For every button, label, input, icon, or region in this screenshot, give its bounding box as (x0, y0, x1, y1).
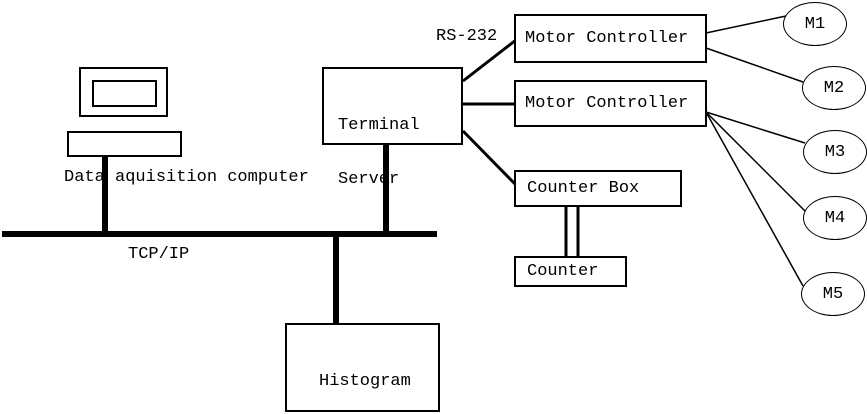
node-histogram-memory: Histogram Memory (285, 323, 440, 412)
computer-keyboard-icon (67, 131, 182, 157)
counter-label: Counter (527, 261, 599, 281)
motor2-m5-line (705, 111, 804, 287)
motor-m2-label: M2 (823, 78, 845, 98)
tcpip-label: TCP/IP (128, 245, 190, 264)
motor2-m4-line (705, 111, 806, 212)
motor1-m2-line (705, 47, 804, 83)
motor-m1-label: M1 (804, 14, 826, 34)
node-motor-m5: M5 (801, 272, 865, 316)
motor-controller-1-label: Motor Controller (525, 28, 689, 48)
terminal-server-label-line1: Terminal (338, 116, 420, 135)
node-motor-controller-2: Motor Controller (514, 80, 707, 127)
node-motor-controller-1: Motor Controller (514, 14, 707, 63)
node-motor-m4: M4 (803, 196, 867, 240)
node-terminal-server: Terminal Server (322, 67, 463, 189)
histogram-memory-label-line1: Histogram (319, 372, 411, 391)
computer-screen-icon (92, 80, 157, 107)
serial-link-counterbox-line (461, 129, 518, 187)
node-motor-m2: M2 (802, 66, 866, 110)
node-motor-m3: M3 (803, 130, 867, 174)
terminal-server-label-line2: Server (338, 170, 400, 189)
serial-link-motor1-line (462, 38, 517, 83)
motor1-m1-line (705, 15, 787, 34)
motor-m3-label: M3 (824, 142, 846, 162)
motor-m5-label: M5 (822, 284, 844, 304)
motor2-m3-line (705, 111, 806, 144)
counter-box-label: Counter Box (527, 178, 640, 198)
rs232-label: RS-232 (436, 27, 498, 46)
motor-m4-label: M4 (824, 208, 846, 228)
computer-label: Data aquisition computer (64, 168, 309, 187)
motor-controller-2-label: Motor Controller (525, 93, 689, 113)
node-counter-box: Counter Box (514, 170, 682, 207)
node-counter: Counter (514, 256, 627, 287)
node-motor-m1: M1 (783, 2, 847, 46)
